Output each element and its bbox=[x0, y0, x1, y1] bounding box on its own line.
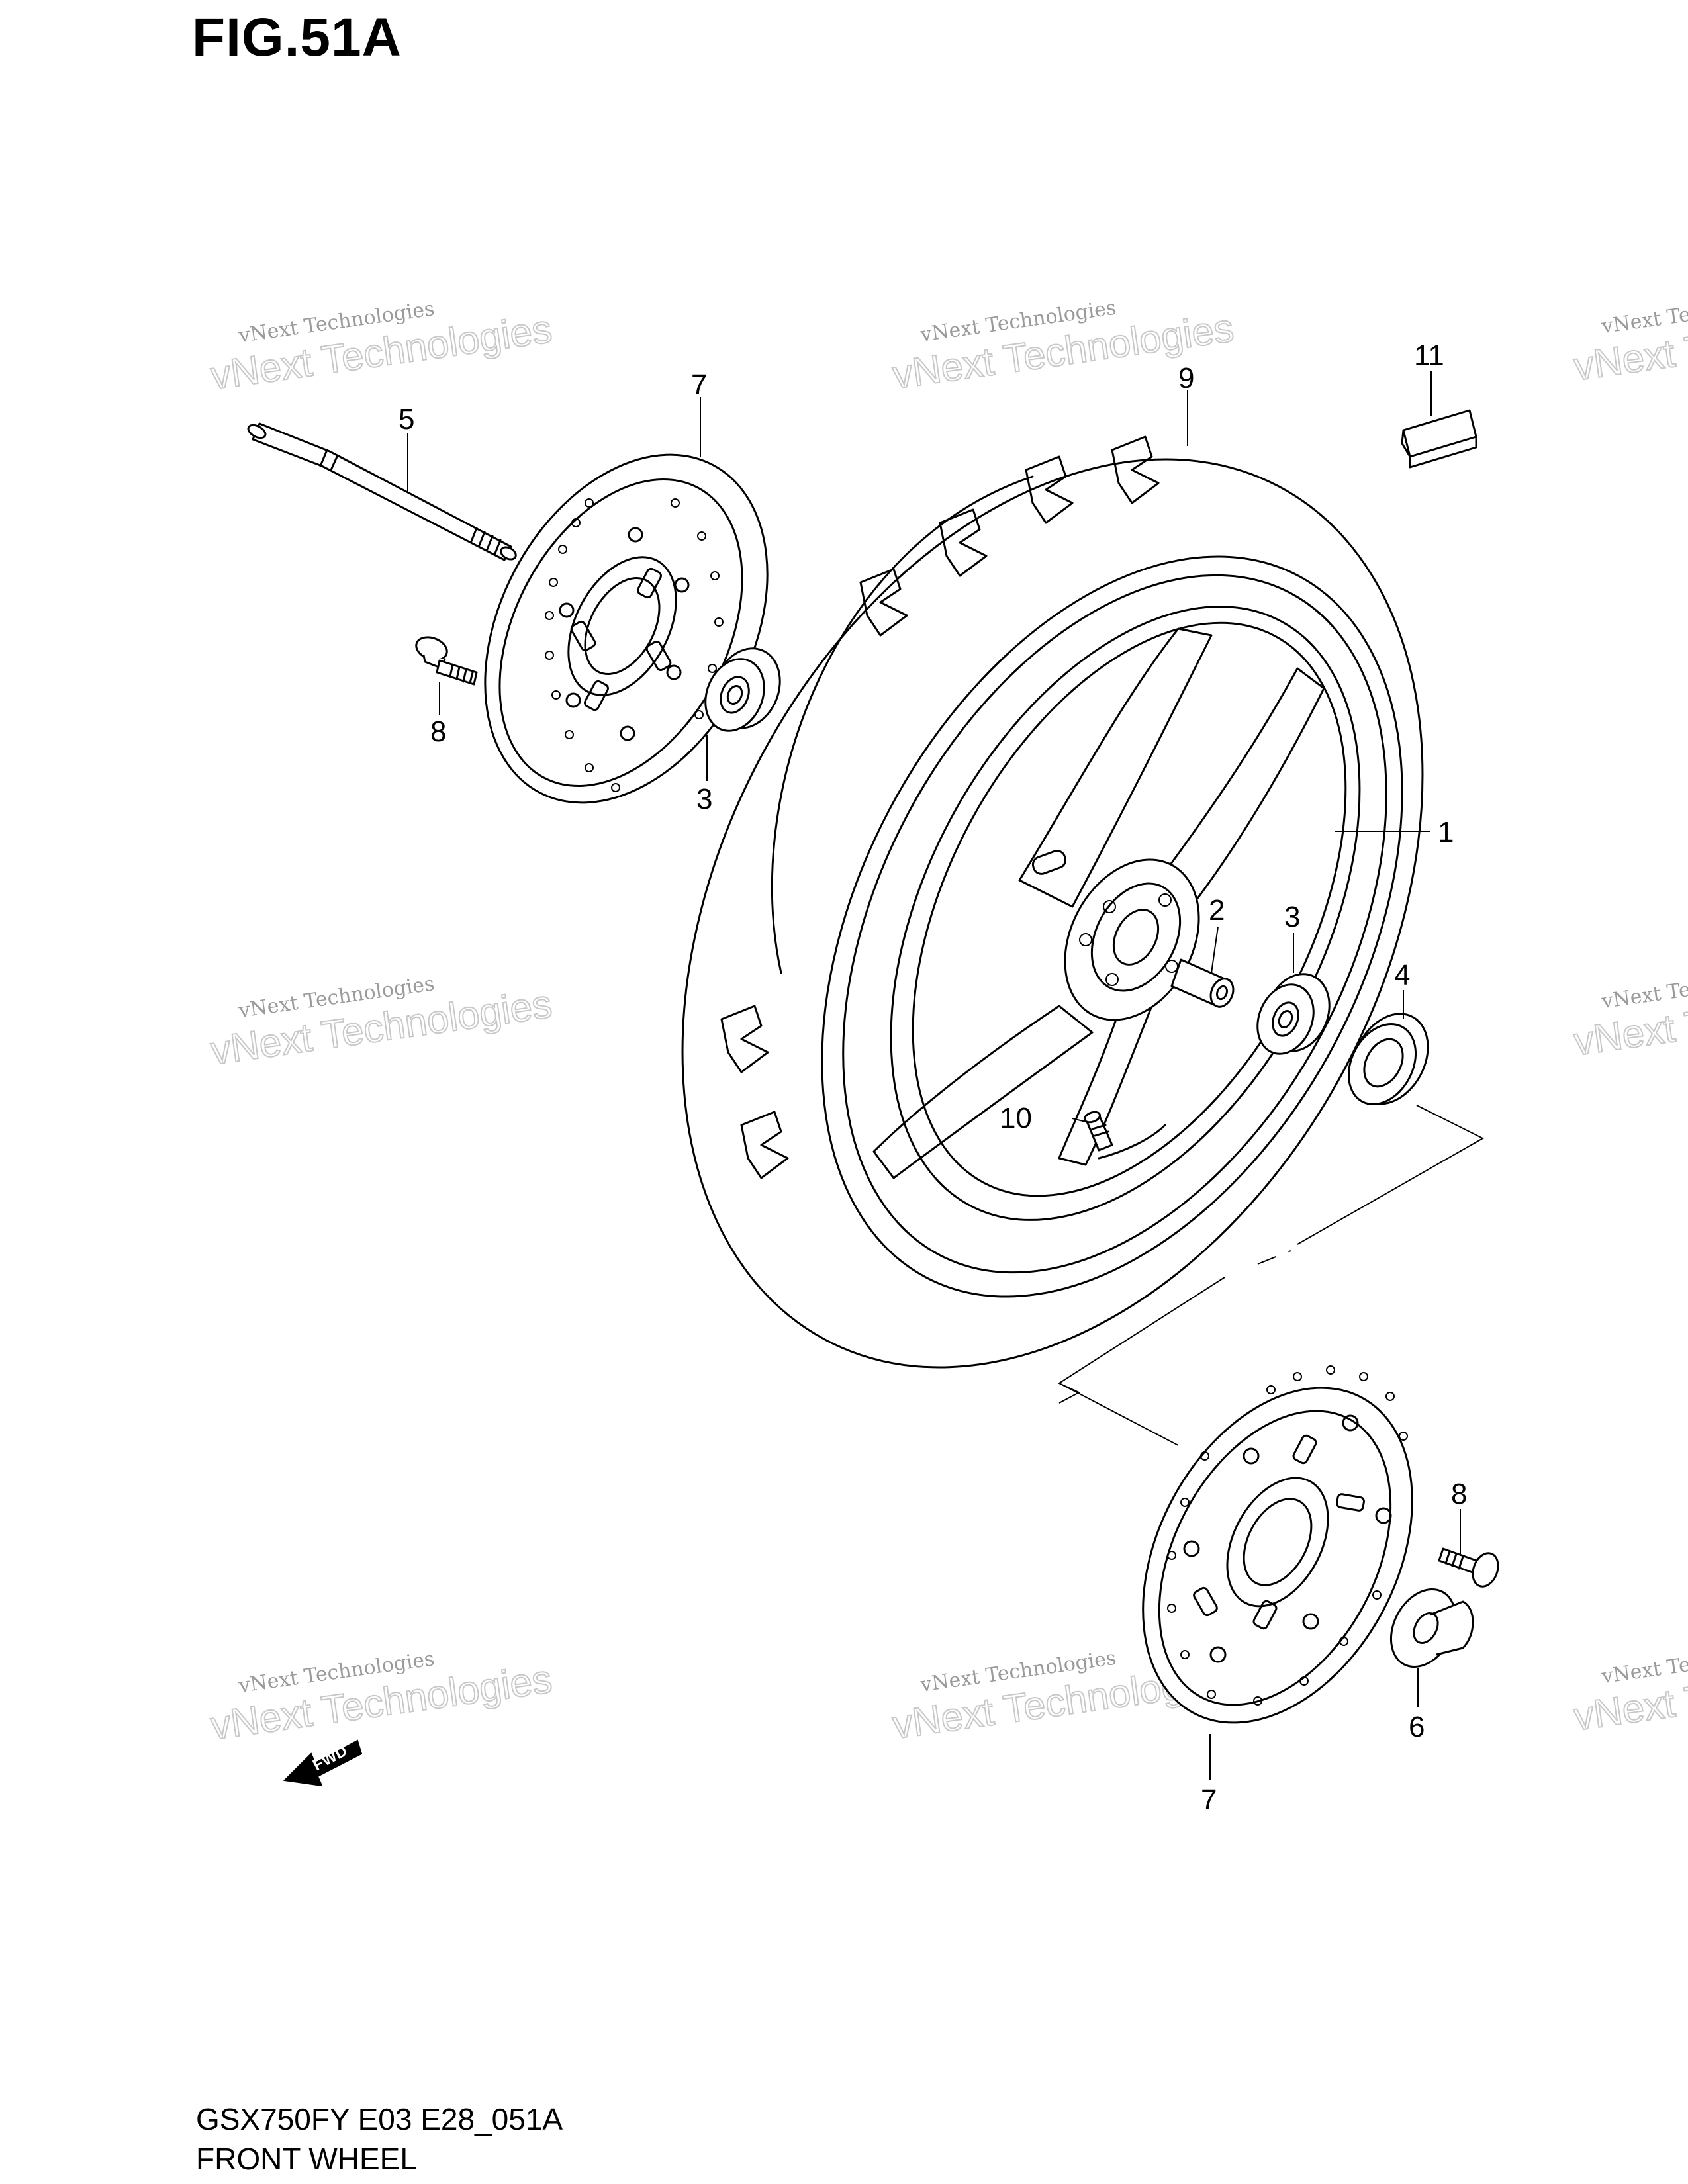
disc-bolt-holes bbox=[559, 527, 690, 741]
part-balancer[interactable] bbox=[1401, 409, 1477, 469]
wheel-hub bbox=[1031, 850, 1200, 1021]
callout-bearing-right: 3 bbox=[1284, 901, 1300, 933]
figure-title: FIG.51A bbox=[192, 7, 402, 68]
part-brake-disc-top[interactable] bbox=[428, 406, 824, 852]
watermark: vNext Technologies vNext Technologies bbox=[207, 972, 555, 1073]
disc-holes bbox=[545, 498, 724, 792]
fwd-arrow: FWD bbox=[283, 1739, 363, 1787]
callout-bolt-top: 8 bbox=[430, 715, 446, 748]
callout-disc-bottom: 7 bbox=[1201, 1784, 1217, 1816]
callout-dust-seal: 4 bbox=[1394, 959, 1410, 991]
part-axle[interactable] bbox=[246, 422, 518, 561]
callout-wheel: 1 bbox=[1438, 816, 1454, 848]
disc-holes bbox=[1167, 1365, 1408, 1706]
watermark: vNext Technologies vNext Technologies bbox=[1570, 963, 1688, 1064]
watermark: vNext Technologies vNext Technologies bbox=[1570, 1638, 1688, 1739]
leader-lines bbox=[407, 371, 1461, 1780]
callout-balancer: 11 bbox=[1414, 340, 1444, 372]
part-disc-bolt-bottom[interactable] bbox=[1438, 1547, 1503, 1590]
watermark: vNext Technologies vNext Technologies bbox=[1570, 288, 1688, 389]
part-bearing-left[interactable] bbox=[695, 639, 792, 740]
disc-cutouts bbox=[570, 567, 672, 711]
part-dust-seal[interactable] bbox=[1335, 1001, 1442, 1117]
disc-cutouts bbox=[1193, 1434, 1365, 1630]
part-wheel[interactable] bbox=[704, 458, 1521, 1395]
disc-bolt-holes bbox=[1183, 1414, 1392, 1663]
assembly-lines bbox=[1057, 1105, 1485, 1446]
wheel-spokes bbox=[872, 627, 1325, 1179]
model-code: GSX750FY E03 E28_051A bbox=[196, 2102, 563, 2136]
part-valve[interactable] bbox=[1083, 1110, 1113, 1152]
callouts: 5 7 9 11 8 3 1 2 3 4 10 8 6 7 bbox=[399, 340, 1467, 1816]
callout-bolt-bottom: 8 bbox=[1451, 1478, 1467, 1510]
part-collar[interactable] bbox=[1378, 1578, 1474, 1678]
callout-axle: 5 bbox=[399, 403, 414, 435]
callout-disc-top: 7 bbox=[691, 369, 707, 401]
part-brake-disc-bottom[interactable] bbox=[1088, 1342, 1466, 1769]
part-disc-bolt-top[interactable] bbox=[413, 633, 478, 686]
callout-collar: 6 bbox=[1409, 1711, 1425, 1743]
tread-pattern bbox=[720, 435, 1160, 1179]
section-name: FRONT WHEEL bbox=[196, 2142, 417, 2176]
watermark: vNext Technologies vNext Technologies bbox=[207, 297, 555, 398]
callout-tire: 9 bbox=[1178, 362, 1194, 394]
callout-spacer: 2 bbox=[1209, 894, 1225, 927]
part-spacer[interactable] bbox=[1170, 958, 1237, 1010]
part-bearing-right[interactable] bbox=[1248, 964, 1340, 1062]
watermark: vNext Technologies vNext Technologies bbox=[207, 1647, 555, 1749]
callout-bearing-left: 3 bbox=[696, 783, 712, 815]
callout-valve: 10 bbox=[1000, 1102, 1032, 1134]
